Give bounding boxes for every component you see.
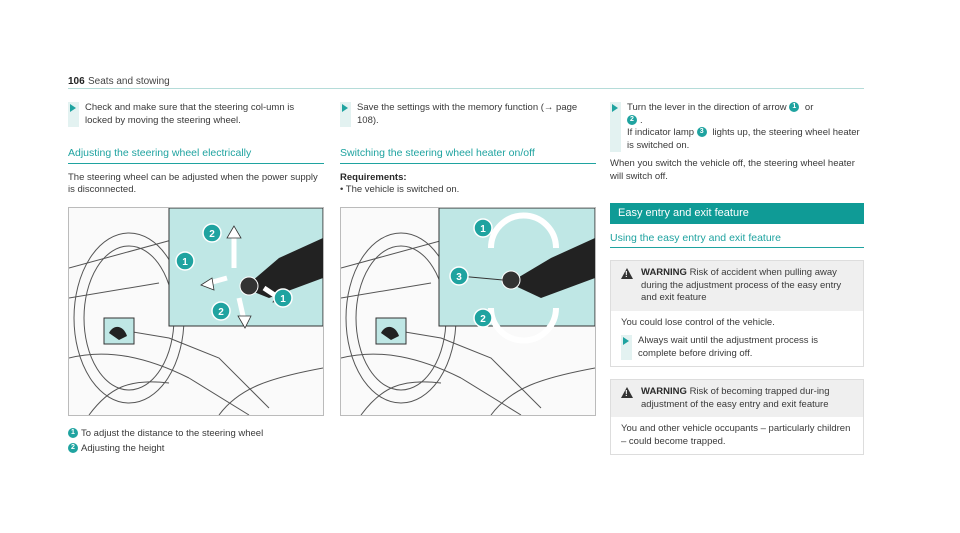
warning-text: You and other vehicle occupants – partic…	[621, 423, 851, 447]
section-heading: Using the easy entry and exit feature	[610, 232, 864, 248]
warning-label: WARNING	[641, 267, 687, 278]
svg-text:3: 3	[456, 272, 462, 283]
step-text-part: If indicator lamp	[627, 127, 695, 138]
legend-number: 1	[68, 428, 78, 439]
svg-text:1: 1	[480, 224, 486, 235]
column-2: Save the settings with the memory functi…	[340, 102, 596, 197]
warning-label: WARNING	[641, 386, 687, 397]
svg-text:1: 1	[280, 294, 286, 305]
step-marker	[621, 335, 632, 360]
svg-text:2: 2	[480, 314, 486, 325]
arrow-icon	[70, 104, 76, 112]
svg-text:2: 2	[218, 307, 224, 318]
step-text: Save the settings with the memory functi…	[357, 102, 578, 126]
legend-text: To adjust the distance to the steering w…	[81, 428, 264, 439]
section-heading: Switching the steering wheel heater on/o…	[340, 147, 596, 164]
callout-number: 1	[789, 102, 800, 113]
result-text: When you switch the vehicle off, the ste…	[610, 158, 855, 182]
steering-heater-illustration: 1 3 2	[340, 207, 596, 416]
step-text-part: lights up, the steering wheel heater is …	[627, 127, 860, 151]
step-text: Always wait until the adjustment process…	[638, 335, 819, 359]
step-marker	[68, 102, 79, 127]
callout-number: 3	[696, 127, 707, 138]
arrow-icon	[612, 104, 618, 112]
instruction-step: Always wait until the adjustment process…	[621, 335, 855, 360]
warning-icon	[621, 268, 633, 282]
warning-title: Risk of accident when pulling away durin…	[641, 267, 842, 303]
svg-text:1: 1	[182, 257, 188, 268]
step-marker	[340, 102, 351, 127]
callout-number: 2	[627, 114, 637, 125]
instruction-step: Check and make sure that the steering co…	[68, 102, 324, 127]
warning-body: You could lose control of the vehicle. A…	[611, 311, 863, 367]
warning-header: WARNING Risk of accident when pulling aw…	[611, 261, 863, 311]
legend-number: 2	[68, 442, 78, 453]
arrow-icon	[342, 104, 348, 112]
step-text: Check and make sure that the steering co…	[85, 102, 295, 126]
header-divider	[68, 88, 864, 89]
warning-title: Risk of becoming trapped dur-ing adjustm…	[641, 386, 830, 410]
requirement-item: • The vehicle is switched on.	[340, 184, 460, 195]
column-3: Turn the lever in the direction of arrow…	[610, 102, 864, 455]
requirements-title: Requirements:	[340, 171, 407, 183]
intro-text: The steering wheel can be adjusted when …	[68, 171, 318, 196]
section-heading: Adjusting the steering wheel electricall…	[68, 147, 324, 164]
warning-icon	[621, 387, 633, 401]
step-marker	[610, 102, 621, 152]
instruction-step: Turn the lever in the direction of arrow…	[610, 102, 864, 152]
arrow-icon	[623, 337, 629, 345]
step-text-part: Turn the lever in the direction of arrow	[627, 102, 787, 113]
warning-header: WARNING Risk of becoming trapped dur-ing…	[611, 380, 863, 417]
steering-adjust-illustration: 2 1 2 1	[68, 207, 324, 416]
svg-text:2: 2	[209, 229, 215, 240]
step-text: Turn the lever in the direction of arrow…	[627, 102, 860, 151]
warning-box: WARNING Risk of becoming trapped dur-ing…	[610, 379, 864, 455]
warning-text: You could lose control of the vehicle.	[621, 316, 775, 328]
legend-text: Adjusting the height	[81, 442, 165, 454]
section-title: Seats and stowing	[88, 76, 170, 87]
warning-body: You and other vehicle occupants – partic…	[611, 417, 863, 454]
requirement-text: The vehicle is switched on.	[345, 184, 460, 195]
step-text-part: or	[804, 102, 814, 113]
warning-box: WARNING Risk of accident when pulling aw…	[610, 260, 864, 367]
page-number: 106	[68, 76, 85, 87]
column-1: Check and make sure that the steering co…	[68, 102, 324, 197]
instruction-step: Save the settings with the memory functi…	[340, 102, 596, 127]
section-banner: Easy entry and exit feature	[610, 203, 864, 224]
